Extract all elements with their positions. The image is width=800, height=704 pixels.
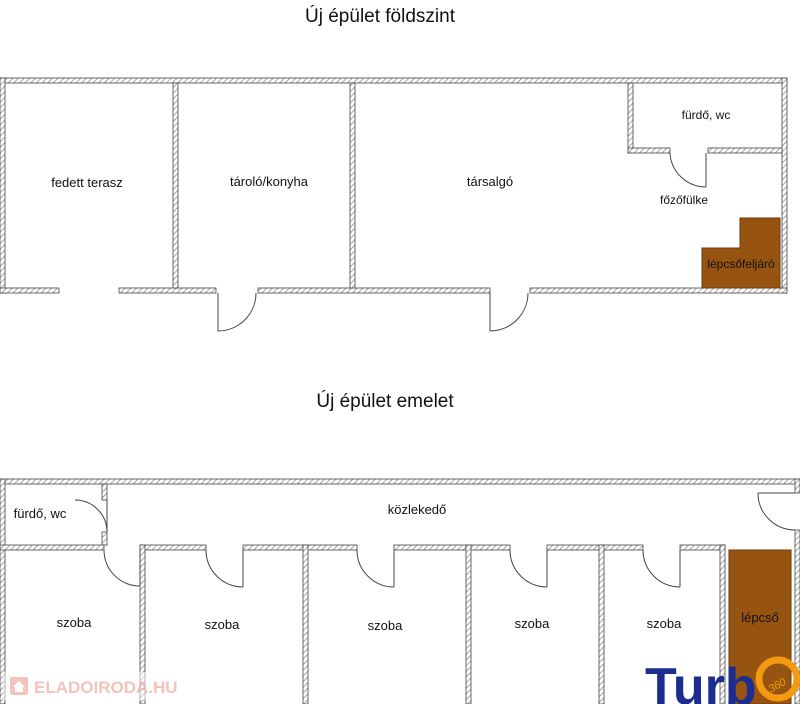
- brand-o-ring-icon: [755, 656, 800, 702]
- room-label-room1: szoba: [57, 615, 92, 630]
- room-label-room2: szoba: [205, 617, 240, 632]
- upper-floor-walls: [0, 478, 800, 704]
- room-label-stairs: lépcső: [741, 610, 779, 625]
- room-label-room5: szoba: [647, 616, 682, 631]
- eladoiroda-watermark: ELADOIRODA.HU: [3, 672, 205, 700]
- ground-stairs-shape: [701, 217, 781, 289]
- ground-floor-title: Új épület földszint: [305, 5, 456, 27]
- room-label-room4: szoba: [515, 616, 550, 631]
- room-label-room3: szoba: [368, 618, 403, 633]
- upper-floor-doors: [74, 492, 796, 588]
- ground-floor-doors: [217, 152, 707, 332]
- upper-floor-title: Új épület emelet: [316, 390, 454, 412]
- brand-text: Turb: [645, 658, 757, 704]
- room-label-corridor: közlekedő: [388, 502, 447, 517]
- room-label-upper-bathroom: fürdő, wc: [14, 506, 67, 521]
- room-label-lounge: társalgó: [467, 174, 513, 189]
- ground-floor-walls: [0, 77, 788, 294]
- room-label-terrace: fedett terasz: [51, 175, 123, 190]
- room-label-stair-access: lépcsőfeljáró: [707, 257, 775, 271]
- turbo360-logo: Turb 360: [645, 656, 800, 704]
- room-label-storage-kitchen: tároló/konyha: [230, 174, 309, 189]
- watermark-site: ELADOIRODA.HU: [34, 678, 178, 697]
- room-label-kitchenette: főzőfülke: [660, 193, 708, 207]
- room-label-ground-bathroom: fürdő, wc: [682, 108, 731, 122]
